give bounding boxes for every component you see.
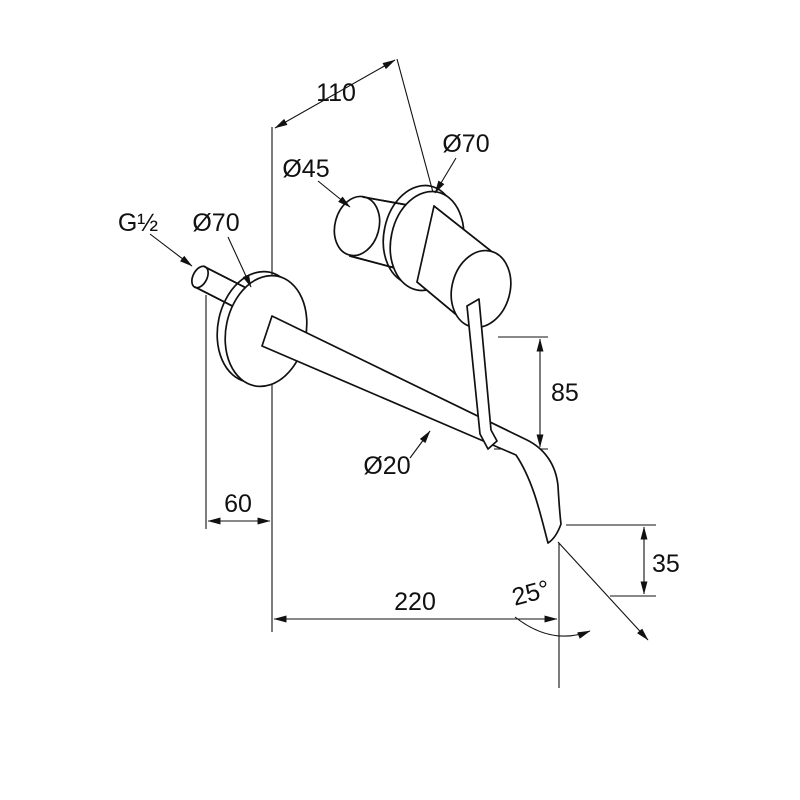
dim-label-60: 60	[224, 490, 252, 518]
dim-label-35: 35	[652, 550, 680, 578]
dim-label-dia70-left: Ø70	[192, 209, 239, 237]
dim-label-dia20: Ø20	[363, 452, 410, 480]
leader-dia45	[317, 180, 351, 208]
spout-tube	[261, 315, 562, 544]
leader-dia20	[409, 430, 431, 459]
leader-dia70-top	[434, 157, 457, 194]
lever-handle	[466, 298, 498, 450]
dim-label-110: 110	[316, 79, 356, 107]
dim-line-110	[274, 59, 396, 129]
leader-thread	[149, 233, 193, 267]
dim-arc-25deg	[514, 616, 591, 639]
dimension-annotations: 110 Ø45 Ø70 G½ Ø70 85 60 Ø20 220 35 25°	[118, 59, 680, 639]
handle-plane-extension-line	[396, 58, 435, 197]
dim-label-thread: G½	[118, 209, 158, 237]
handle-assembly	[333, 184, 512, 450]
dim-label-220: 220	[394, 588, 436, 616]
dim-label-25deg: 25°	[509, 575, 553, 612]
dim-label-dia70-top: Ø70	[442, 130, 489, 158]
mixer-body-top-edge	[433, 205, 492, 252]
dim-label-dia45: Ø45	[282, 155, 329, 183]
spout-assembly	[191, 265, 562, 544]
dim-label-85: 85	[551, 379, 579, 407]
leader-dia70-left	[227, 236, 252, 288]
outlet-flow-direction-line	[557, 541, 649, 641]
